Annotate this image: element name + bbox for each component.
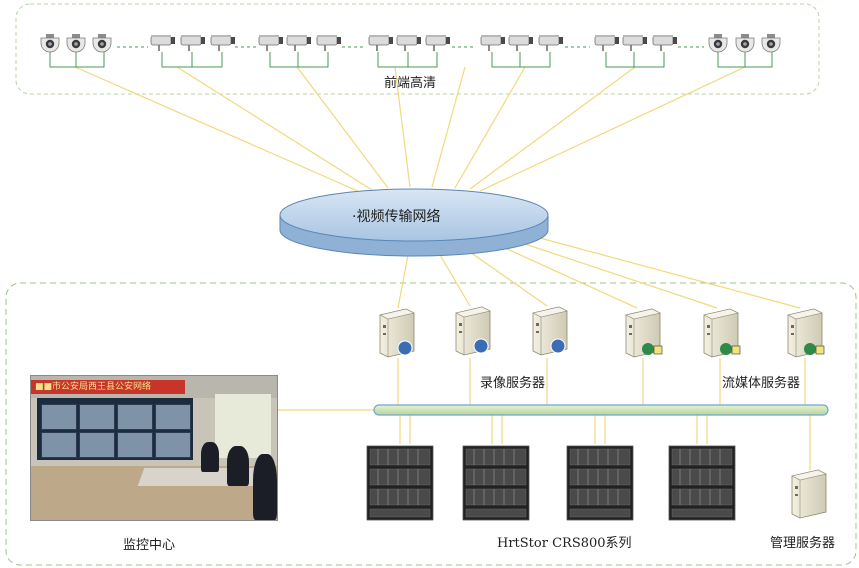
video-wall	[37, 398, 193, 460]
dome-camera-icon	[708, 33, 781, 53]
photo-banner: ■■市公安局西王县公安网络	[31, 380, 185, 394]
stream-badge-icon	[642, 343, 825, 355]
front-end-region	[15, 3, 820, 95]
camera-links	[74, 66, 746, 193]
globe-badge-icon	[397, 338, 566, 356]
camera-group-lines	[49, 46, 773, 68]
control-center-label: 监控中心	[123, 538, 176, 553]
network-label: ·视频传输网络	[352, 209, 441, 225]
recording-server-label: 录像服务器	[480, 376, 546, 391]
dome-camera-icon	[40, 33, 112, 53]
streaming-server-label: 流媒体服务器	[722, 376, 801, 391]
server-bus-links	[276, 358, 811, 470]
storage-array-icon	[366, 445, 736, 521]
control-center-photo: ■■市公安局西王县公安网络	[30, 375, 278, 521]
center-region	[5, 282, 857, 566]
storage-label: HrtStor CRS800系列	[497, 536, 632, 551]
network-bus	[373, 404, 829, 416]
server-links	[397, 237, 801, 309]
bullet-camera-icon	[150, 34, 678, 52]
network-ellipse	[279, 188, 549, 257]
management-server-label: 管理服务器	[770, 536, 836, 551]
front-hd-label: 前端高清	[384, 76, 437, 91]
